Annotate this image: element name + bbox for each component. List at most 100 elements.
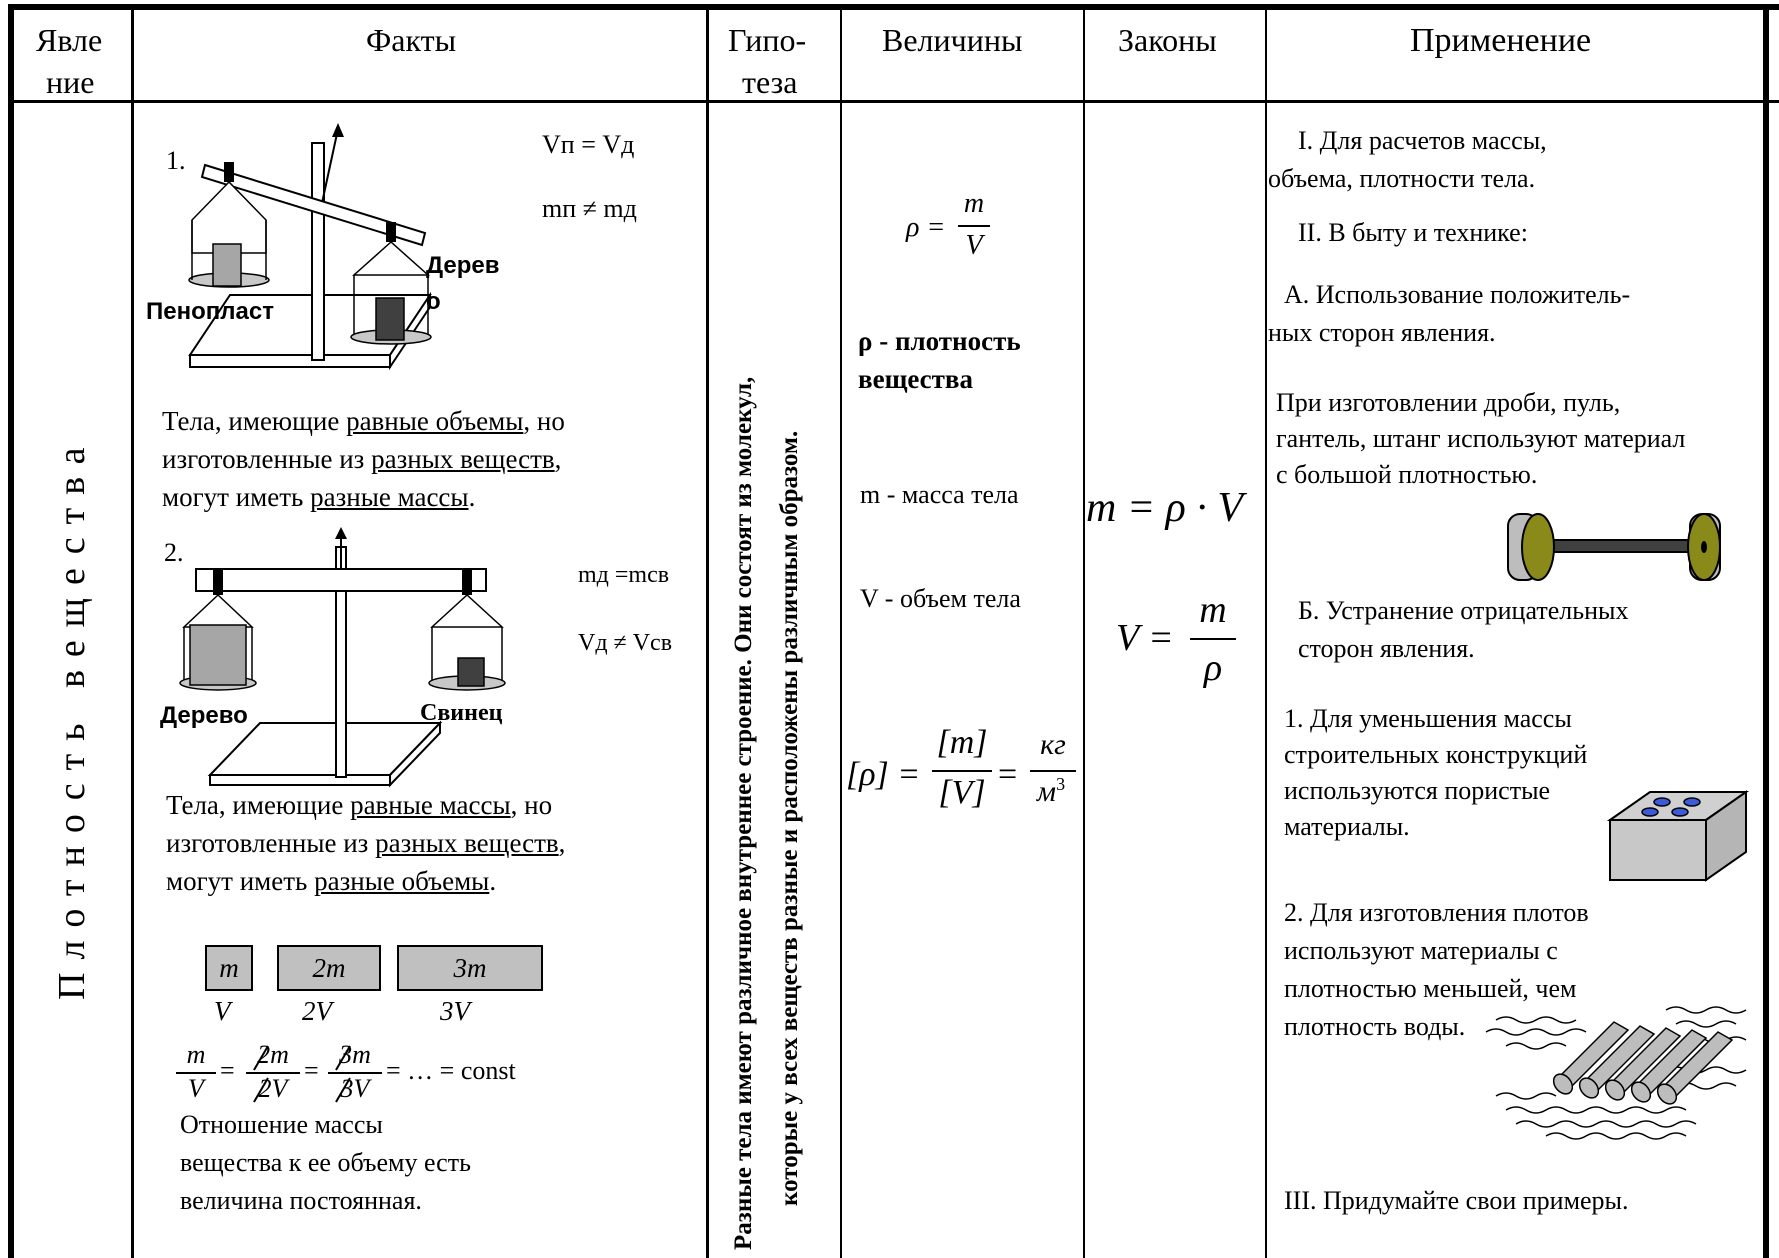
exp1-cond-mass: mп ≠ mд (542, 194, 637, 223)
raft-image (1485, 1006, 1747, 1140)
exp2-label-wood: Дерево (160, 702, 248, 729)
law-volume-num: m (1199, 589, 1227, 631)
mass-box-3: 3m (397, 945, 543, 991)
mass-box-2-text: 2m (312, 953, 346, 983)
app-item-7b: используют материалы с (1284, 936, 1558, 965)
mass-box-1: m (205, 945, 253, 991)
header-phenomenon-1: Явле (36, 22, 103, 58)
exp2-text-line3: могут иметь разные объемы. (166, 866, 496, 897)
exp1-t1b: равные объемы (346, 406, 524, 436)
exp1-t2b: разных веществ (371, 444, 555, 474)
exp1-t1a: Тела, имеющие (162, 406, 347, 436)
unit-eq: = (998, 756, 1018, 793)
exp2-cond-mass: mд =mсв (578, 562, 670, 588)
exp2-t2c: , (558, 828, 566, 858)
app-item-6b: строительных конструкций (1284, 740, 1588, 769)
app-item-8: III. Придумайте свои примеры. (1284, 1186, 1629, 1215)
exp1-label-wood-1: Дерев (426, 252, 500, 279)
app-item-3b: ных сторон явления. (1268, 318, 1496, 347)
exp2-label-lead: Свинец (420, 700, 503, 726)
porous-brick-image (1606, 790, 1750, 882)
ratio-den-1: V (188, 1074, 204, 1103)
ratio-bar-2 (246, 1072, 300, 1074)
rho-definition-2: вещества (858, 364, 974, 394)
app-item-7a: 2. Для изготовления плотов (1284, 898, 1589, 927)
app-item-7d: плотность воды. (1284, 1012, 1466, 1041)
unit-lhs: [ρ] = (846, 756, 921, 793)
law-volume-den: ρ (1203, 647, 1223, 689)
unit-result-den-text: м (1036, 775, 1057, 808)
exp2-t1c: , но (510, 790, 553, 820)
exp1-text-line3: могут иметь разные массы. (162, 482, 475, 513)
app-item-1a: I. Для расчетов массы, (1298, 126, 1547, 155)
exp1-text-line2: изготовленные из разных веществ, (162, 444, 561, 475)
exp1-t3b: разные массы (310, 482, 469, 512)
balance-scale-1 (188, 123, 432, 371)
ratio-den-2: 2V (258, 1074, 288, 1103)
ratio-bar-3 (328, 1072, 382, 1074)
exp1-t3c: . (468, 482, 476, 512)
app-item-1b: объема, плотности тела. (1268, 164, 1536, 193)
app-item-4b: гантель, штанг используют материал (1276, 424, 1686, 453)
rho-formula-num: m (963, 188, 985, 219)
grid-col3 (840, 4, 842, 1258)
mass-box-3-text: 3m (453, 953, 487, 983)
exp1-number: 1. (166, 146, 186, 175)
header-hypothesis-2: теза (742, 64, 798, 100)
rho-formula-lhs: ρ = (906, 212, 946, 243)
exp1-t2a: изготовленные из (162, 444, 372, 474)
ratio-den-3: 3V (340, 1074, 370, 1103)
exp2-t3b: разные объемы (314, 866, 490, 896)
app-item-2: II. В быту и технике: (1298, 218, 1528, 247)
app-item-6a: 1. Для уменьшения массы (1284, 704, 1572, 733)
exp1-text-line1: Тела, имеющие равные объемы, но (162, 406, 565, 437)
mass-box-2: 2m (277, 945, 381, 991)
ratio-num-1: m (186, 1040, 206, 1069)
conclusion-line1: Отношение массы (180, 1110, 383, 1139)
lead-block (457, 657, 485, 687)
exp2-t2a: изготовленные из (166, 828, 376, 858)
unit-result-num: кг (1040, 728, 1066, 761)
cancel-marks-2 (253, 1045, 269, 1103)
wood-block-1 (375, 297, 405, 341)
app-item-4a: При изготовлении дроби, пуль, (1276, 388, 1621, 417)
volume-label-2: 2V (302, 996, 332, 1026)
exp2-text-line2: изготовленные из разных веществ, (166, 828, 565, 859)
app-item-5a: Б. Устранение отрицательных (1298, 596, 1629, 625)
ratio-tail: = … = const (386, 1056, 516, 1085)
cancel-marks-3 (335, 1045, 351, 1103)
conclusion-line2: вещества к ее объему есть (180, 1148, 471, 1177)
volume-label-3: 3V (440, 996, 470, 1026)
hypothesis-line1: Разные тела имеют различное внутреннее с… (730, 376, 757, 1250)
grid-col5 (1265, 4, 1267, 1258)
rho-formula-den: V (965, 230, 983, 261)
grid-top (8, 4, 1779, 10)
unit-num: [m] (936, 724, 988, 761)
header-facts: Факты (366, 22, 457, 58)
exp2-text-line1: Тела, имеющие равные массы, но (166, 790, 552, 821)
law-mass: m = ρ · V (1086, 485, 1243, 531)
ratio-eq-1: = (220, 1056, 235, 1085)
app-item-7c: плотностью меньшей, чем (1284, 974, 1577, 1003)
grid-header-bottom (8, 100, 1779, 103)
unit-result-bar (1030, 770, 1076, 772)
app-item-6c: используются пористые (1284, 776, 1551, 805)
rho-formula-bar (958, 225, 990, 227)
volume-definition: V - объем тела (860, 584, 1021, 613)
grid-right (1763, 4, 1769, 1258)
app-item-3a: А. Использование положитель- (1284, 280, 1631, 309)
dumbbell-image (1507, 513, 1721, 581)
law-volume-bar (1190, 638, 1236, 640)
grid-col2 (706, 4, 709, 1258)
exp1-cond-volume: Vп = Vд (542, 130, 635, 159)
header-hypothesis-1: Гипо- (728, 22, 807, 58)
exp1-t1c: , но (523, 406, 565, 436)
exp2-t1a: Тела, имеющие (166, 790, 351, 820)
header-phenomenon-2: ние (46, 64, 95, 100)
grid-left (8, 4, 14, 1258)
exp1-t2c: , (554, 444, 562, 474)
app-item-5b: сторон явления. (1298, 634, 1475, 663)
exp1-label-wood-2: о (426, 288, 441, 315)
exp2-cond-volume: Vд ≠ Vсв (578, 630, 673, 656)
